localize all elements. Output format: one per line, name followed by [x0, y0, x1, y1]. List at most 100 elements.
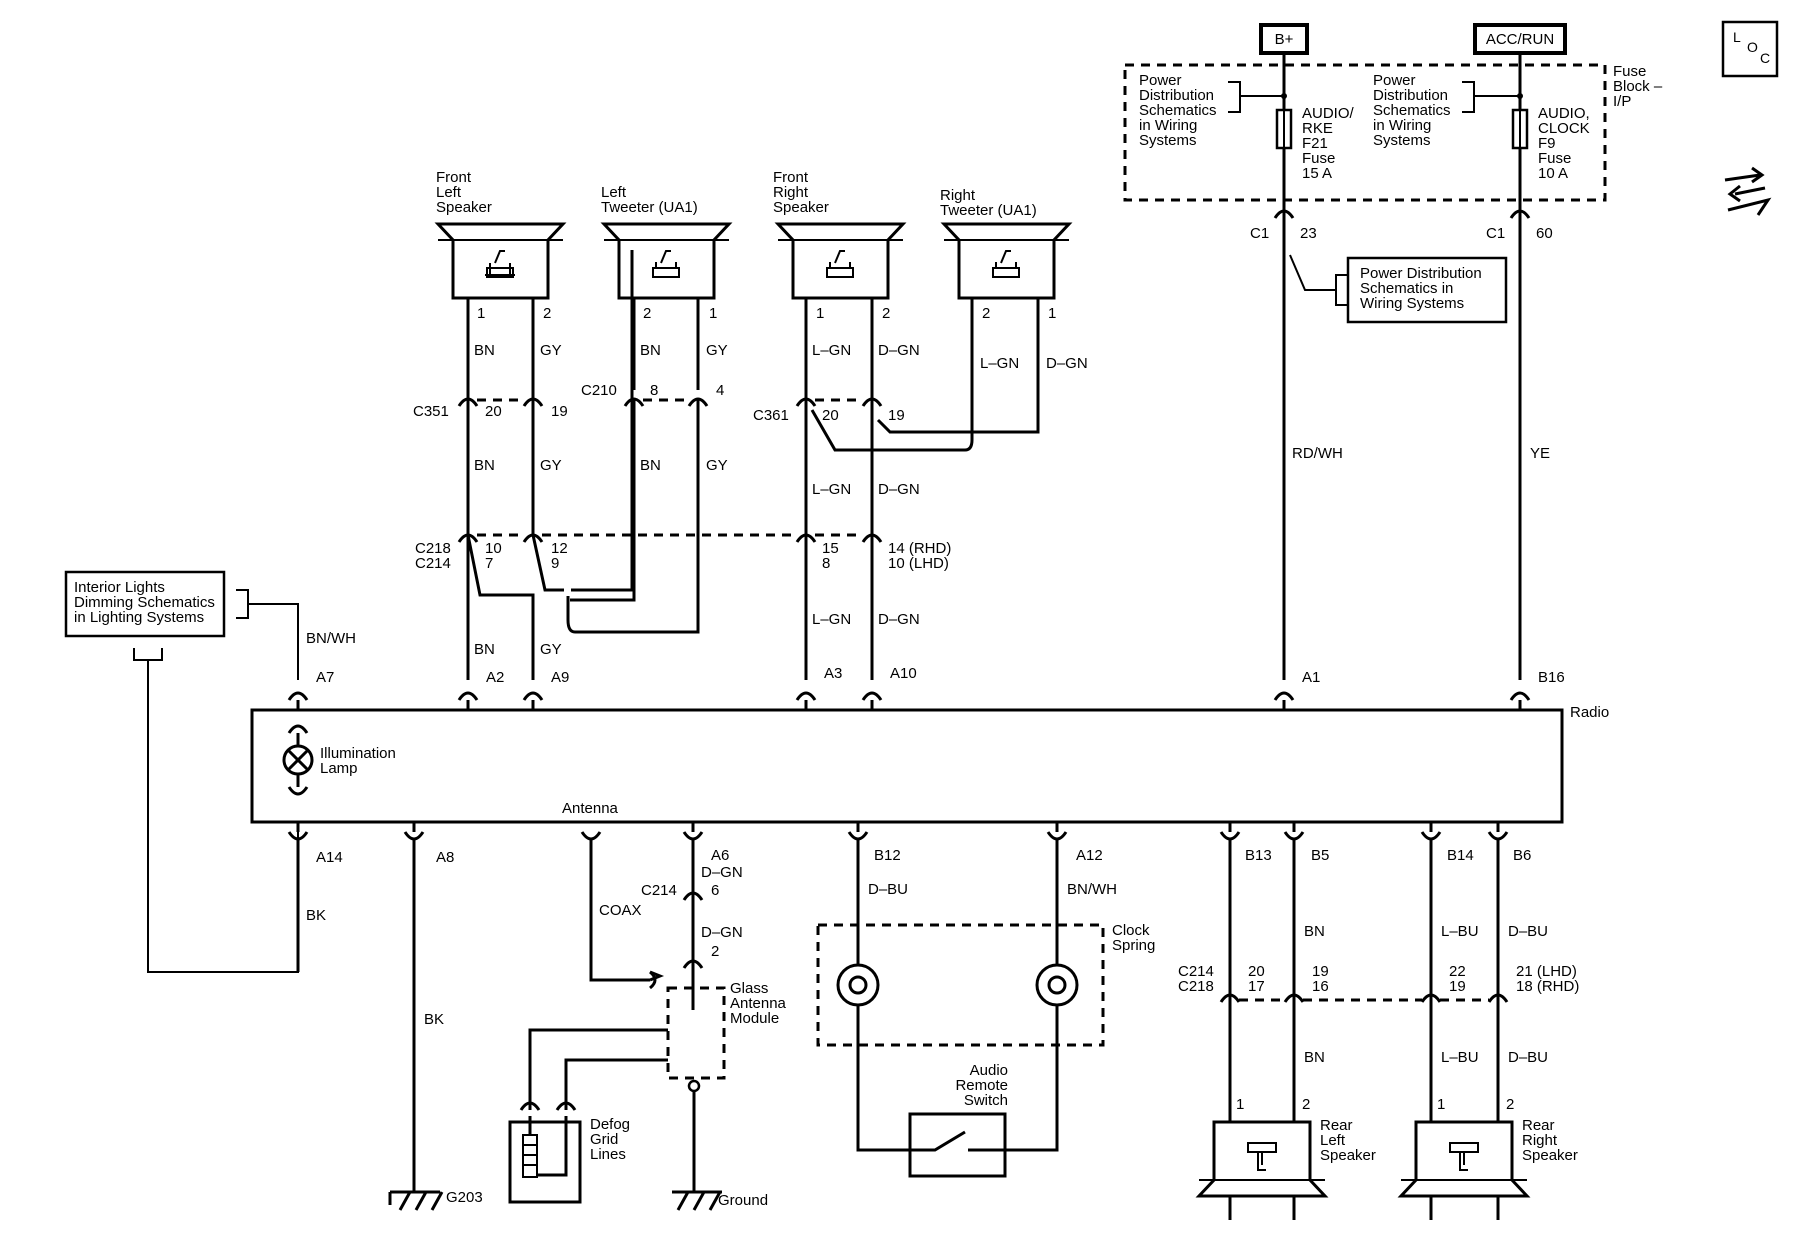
svg-text:Left: Left	[601, 184, 627, 201]
svg-text:9: 9	[551, 555, 559, 572]
svg-text:D–BU: D–BU	[868, 881, 908, 898]
svg-text:Systems: Systems	[1139, 132, 1197, 149]
audio-remote-switch: Audio Remote Switch	[908, 1062, 1008, 1178]
svg-text:BN: BN	[474, 342, 495, 359]
svg-text:L–GN: L–GN	[812, 481, 851, 498]
svg-text:B13: B13	[1245, 847, 1272, 864]
svg-text:D–GN: D–GN	[878, 611, 920, 628]
svg-text:Front: Front	[436, 169, 472, 186]
svg-text:Right: Right	[1522, 1132, 1558, 1149]
svg-text:I/P: I/P	[1613, 93, 1631, 110]
svg-text:Schematics: Schematics	[1373, 102, 1451, 119]
svg-text:Tweeter (UA1): Tweeter (UA1)	[940, 202, 1037, 219]
svg-text:19: 19	[888, 407, 905, 424]
svg-text:Remote: Remote	[955, 1077, 1008, 1094]
svg-text:Clock: Clock	[1112, 922, 1150, 939]
svg-text:2: 2	[643, 305, 651, 322]
svg-text:GY: GY	[706, 342, 728, 359]
svg-text:O: O	[1747, 39, 1758, 55]
svg-text:L–GN: L–GN	[812, 342, 851, 359]
svg-text:60: 60	[1536, 225, 1553, 242]
svg-text:C: C	[1760, 50, 1770, 66]
svg-text:10 (LHD): 10 (LHD)	[888, 555, 949, 572]
svg-text:GY: GY	[706, 457, 728, 474]
svg-text:C351: C351	[413, 403, 449, 420]
svg-text:C214: C214	[641, 882, 677, 899]
fuse-block-label: Fuse Block – I/P	[1613, 63, 1663, 110]
svg-text:2: 2	[543, 305, 551, 322]
svg-text:6: 6	[711, 882, 719, 899]
left-tweeter	[600, 222, 733, 300]
svg-text:7: 7	[485, 555, 493, 572]
fuse-block-outline	[1123, 63, 1607, 202]
svg-text:D–BU: D–BU	[1508, 1049, 1548, 1066]
svg-text:Fuse: Fuse	[1538, 150, 1571, 167]
svg-text:GY: GY	[540, 641, 562, 658]
svg-text:12: 12	[551, 540, 568, 557]
svg-text:B14: B14	[1447, 847, 1474, 864]
svg-text:10 A: 10 A	[1538, 165, 1568, 182]
svg-text:21 (LHD): 21 (LHD)	[1516, 963, 1577, 980]
svg-text:Dimming Schematics: Dimming Schematics	[74, 594, 215, 611]
svg-text:GY: GY	[540, 457, 562, 474]
svg-text:Lines: Lines	[590, 1146, 626, 1163]
svg-text:BN/WH: BN/WH	[1067, 881, 1117, 898]
power-distribution-ref-1: Power Distribution Schematics in Wiring …	[1139, 72, 1284, 149]
svg-text:B12: B12	[874, 847, 901, 864]
svg-text:Illumination: Illumination	[320, 745, 396, 762]
svg-text:RKE: RKE	[1302, 120, 1333, 137]
svg-text:GY: GY	[540, 342, 562, 359]
svg-text:2: 2	[1506, 1096, 1514, 1113]
svg-text:A6: A6	[711, 847, 729, 864]
svg-text:A7: A7	[316, 669, 334, 686]
svg-text:A10: A10	[890, 665, 917, 682]
svg-text:F9: F9	[1538, 135, 1556, 152]
svg-text:Distribution: Distribution	[1373, 87, 1448, 104]
svg-text:BN: BN	[474, 457, 495, 474]
svg-text:Front: Front	[773, 169, 809, 186]
svg-text:BN/WH: BN/WH	[306, 630, 356, 647]
svg-text:L–GN: L–GN	[812, 611, 851, 628]
front-left-speaker-label: Front Left Speaker	[436, 169, 492, 216]
svg-text:Interior Lights: Interior Lights	[74, 579, 165, 596]
svg-text:Defog: Defog	[590, 1116, 630, 1133]
svg-text:1: 1	[709, 305, 717, 322]
svg-text:A2: A2	[486, 669, 504, 686]
svg-text:Speaker: Speaker	[1522, 1147, 1578, 1164]
svg-text:1: 1	[1048, 305, 1056, 322]
svg-text:A8: A8	[436, 849, 454, 866]
loc-icon: LOC	[1721, 20, 1779, 78]
svg-text:B5: B5	[1311, 847, 1329, 864]
svg-text:F21: F21	[1302, 135, 1328, 152]
svg-text:Audio: Audio	[970, 1062, 1008, 1079]
svg-text:2: 2	[711, 943, 719, 960]
svg-text:D–GN: D–GN	[1046, 355, 1088, 372]
svg-text:2: 2	[882, 305, 890, 322]
svg-text:BK: BK	[306, 907, 326, 924]
power-distribution-ref-2: Power Distribution Schematics in Wiring …	[1373, 72, 1520, 149]
svg-text:Tweeter (UA1): Tweeter (UA1)	[601, 199, 698, 216]
ground-symbol: Ground	[672, 1190, 768, 1211]
svg-text:in Wiring: in Wiring	[1373, 117, 1431, 134]
glass-antenna-module: Glass Antenna Module	[649, 970, 787, 1192]
svg-text:in Wiring: in Wiring	[1139, 117, 1197, 134]
svg-text:in Lighting Systems: in Lighting Systems	[74, 609, 204, 626]
svg-text:2: 2	[1302, 1096, 1310, 1113]
svg-text:Right: Right	[940, 187, 976, 204]
svg-text:BN: BN	[640, 457, 661, 474]
svg-text:L: L	[1733, 29, 1741, 45]
svg-text:1: 1	[1437, 1096, 1445, 1113]
svg-text:A14: A14	[316, 849, 343, 866]
svg-text:A12: A12	[1076, 847, 1103, 864]
svg-text:A1: A1	[1302, 669, 1320, 686]
svg-text:Ground: Ground	[718, 1192, 768, 1209]
right-tweeter	[940, 222, 1073, 300]
svg-text:B6: B6	[1513, 847, 1531, 864]
svg-text:4: 4	[716, 382, 724, 399]
svg-text:Wiring Systems: Wiring Systems	[1360, 295, 1464, 312]
svg-text:Module: Module	[730, 1010, 779, 1027]
svg-text:BN: BN	[474, 641, 495, 658]
